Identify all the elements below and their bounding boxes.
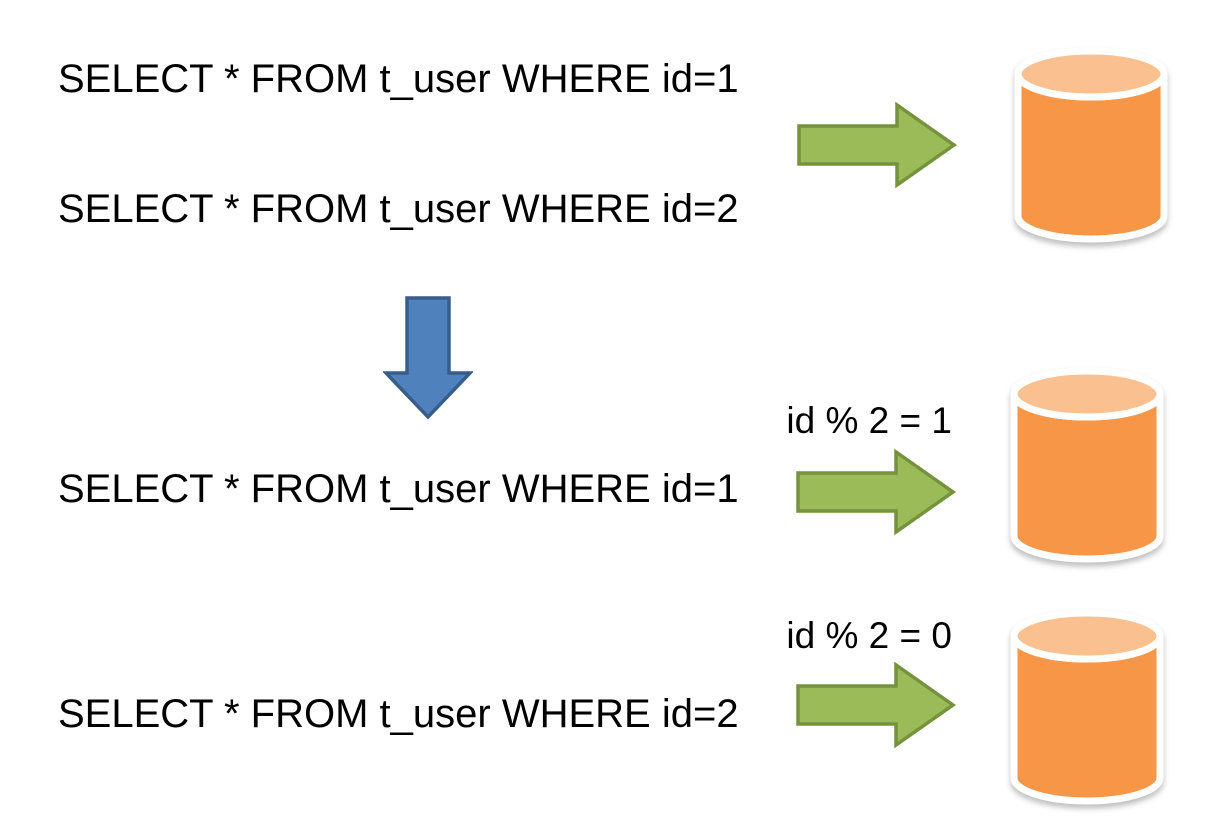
shard-condition-label-even: id % 2 = 0: [786, 615, 952, 656]
right-arrow-icon: [796, 448, 957, 536]
database-cylinder-icon: [1014, 47, 1168, 243]
right-arrow-icon: [796, 661, 957, 749]
database-cylinder-icon: [1010, 609, 1164, 805]
right-arrow-icon: [797, 101, 958, 189]
sql-query-id1-after: SELECT * FROM t_user WHERE id=1: [58, 467, 739, 511]
database-top: [1010, 609, 1164, 663]
shard-condition-label-odd: id % 2 = 1: [786, 400, 952, 441]
down-arrow-icon: [383, 296, 473, 420]
right-arrow-shape: [797, 101, 958, 189]
sql-query-id2-before: SELECT * FROM t_user WHERE id=2: [58, 187, 739, 231]
database-top: [1010, 367, 1164, 421]
right-arrow-shape: [796, 448, 957, 536]
database-cylinder-icon: [1010, 367, 1164, 563]
right-arrow-shape: [796, 661, 957, 749]
down-arrow-shape: [383, 296, 473, 420]
sql-query-id2-after: SELECT * FROM t_user WHERE id=2: [58, 692, 739, 736]
database-top: [1014, 47, 1168, 101]
sql-query-id1-before: SELECT * FROM t_user WHERE id=1: [58, 57, 739, 101]
